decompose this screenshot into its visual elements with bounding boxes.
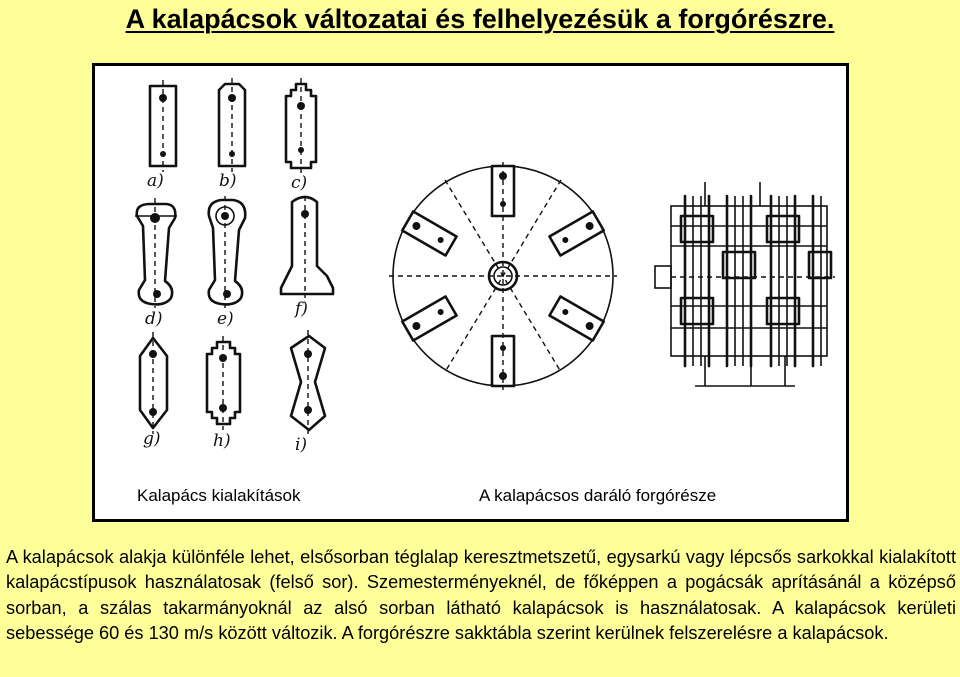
hammer-g-drawing bbox=[138, 332, 169, 434]
page-title: A kalapácsok változatai és felhelyezésük… bbox=[125, 4, 835, 34]
label-d: d) bbox=[145, 309, 163, 329]
hammer-h-drawing bbox=[205, 336, 242, 430]
label-e: e) bbox=[217, 309, 234, 329]
label-f: f) bbox=[293, 299, 308, 319]
hammer-c-drawing bbox=[284, 78, 318, 174]
description-paragraph: A kalapácsok alakja különféle lehet, els… bbox=[6, 547, 956, 643]
hammer-e-drawing bbox=[207, 196, 247, 308]
hammer-a-drawing bbox=[148, 80, 178, 172]
caption-rotor: A kalapácsos daráló forgórésze bbox=[479, 486, 717, 505]
label-a: a) bbox=[147, 171, 164, 191]
label-c: c) bbox=[291, 173, 307, 193]
rotor-front-view bbox=[389, 162, 617, 390]
label-g: g) bbox=[143, 429, 161, 449]
hammer-f-drawing bbox=[279, 195, 335, 298]
hammer-d-drawing bbox=[135, 198, 177, 308]
label-b: b) bbox=[219, 171, 237, 191]
figure-panel: a) b) c) d) e) f) g) h) i) bbox=[92, 63, 849, 522]
hammer-b-drawing bbox=[217, 78, 247, 172]
caption-hammer-designs: Kalapács kialakítások bbox=[137, 486, 301, 505]
label-i: i) bbox=[295, 435, 307, 455]
rotor-side-view bbox=[654, 182, 835, 387]
label-h: h) bbox=[213, 431, 231, 451]
hammer-i-drawing bbox=[289, 330, 327, 436]
hammer-drawings: a) b) c) d) e) f) g) h) i) bbox=[135, 78, 835, 455]
